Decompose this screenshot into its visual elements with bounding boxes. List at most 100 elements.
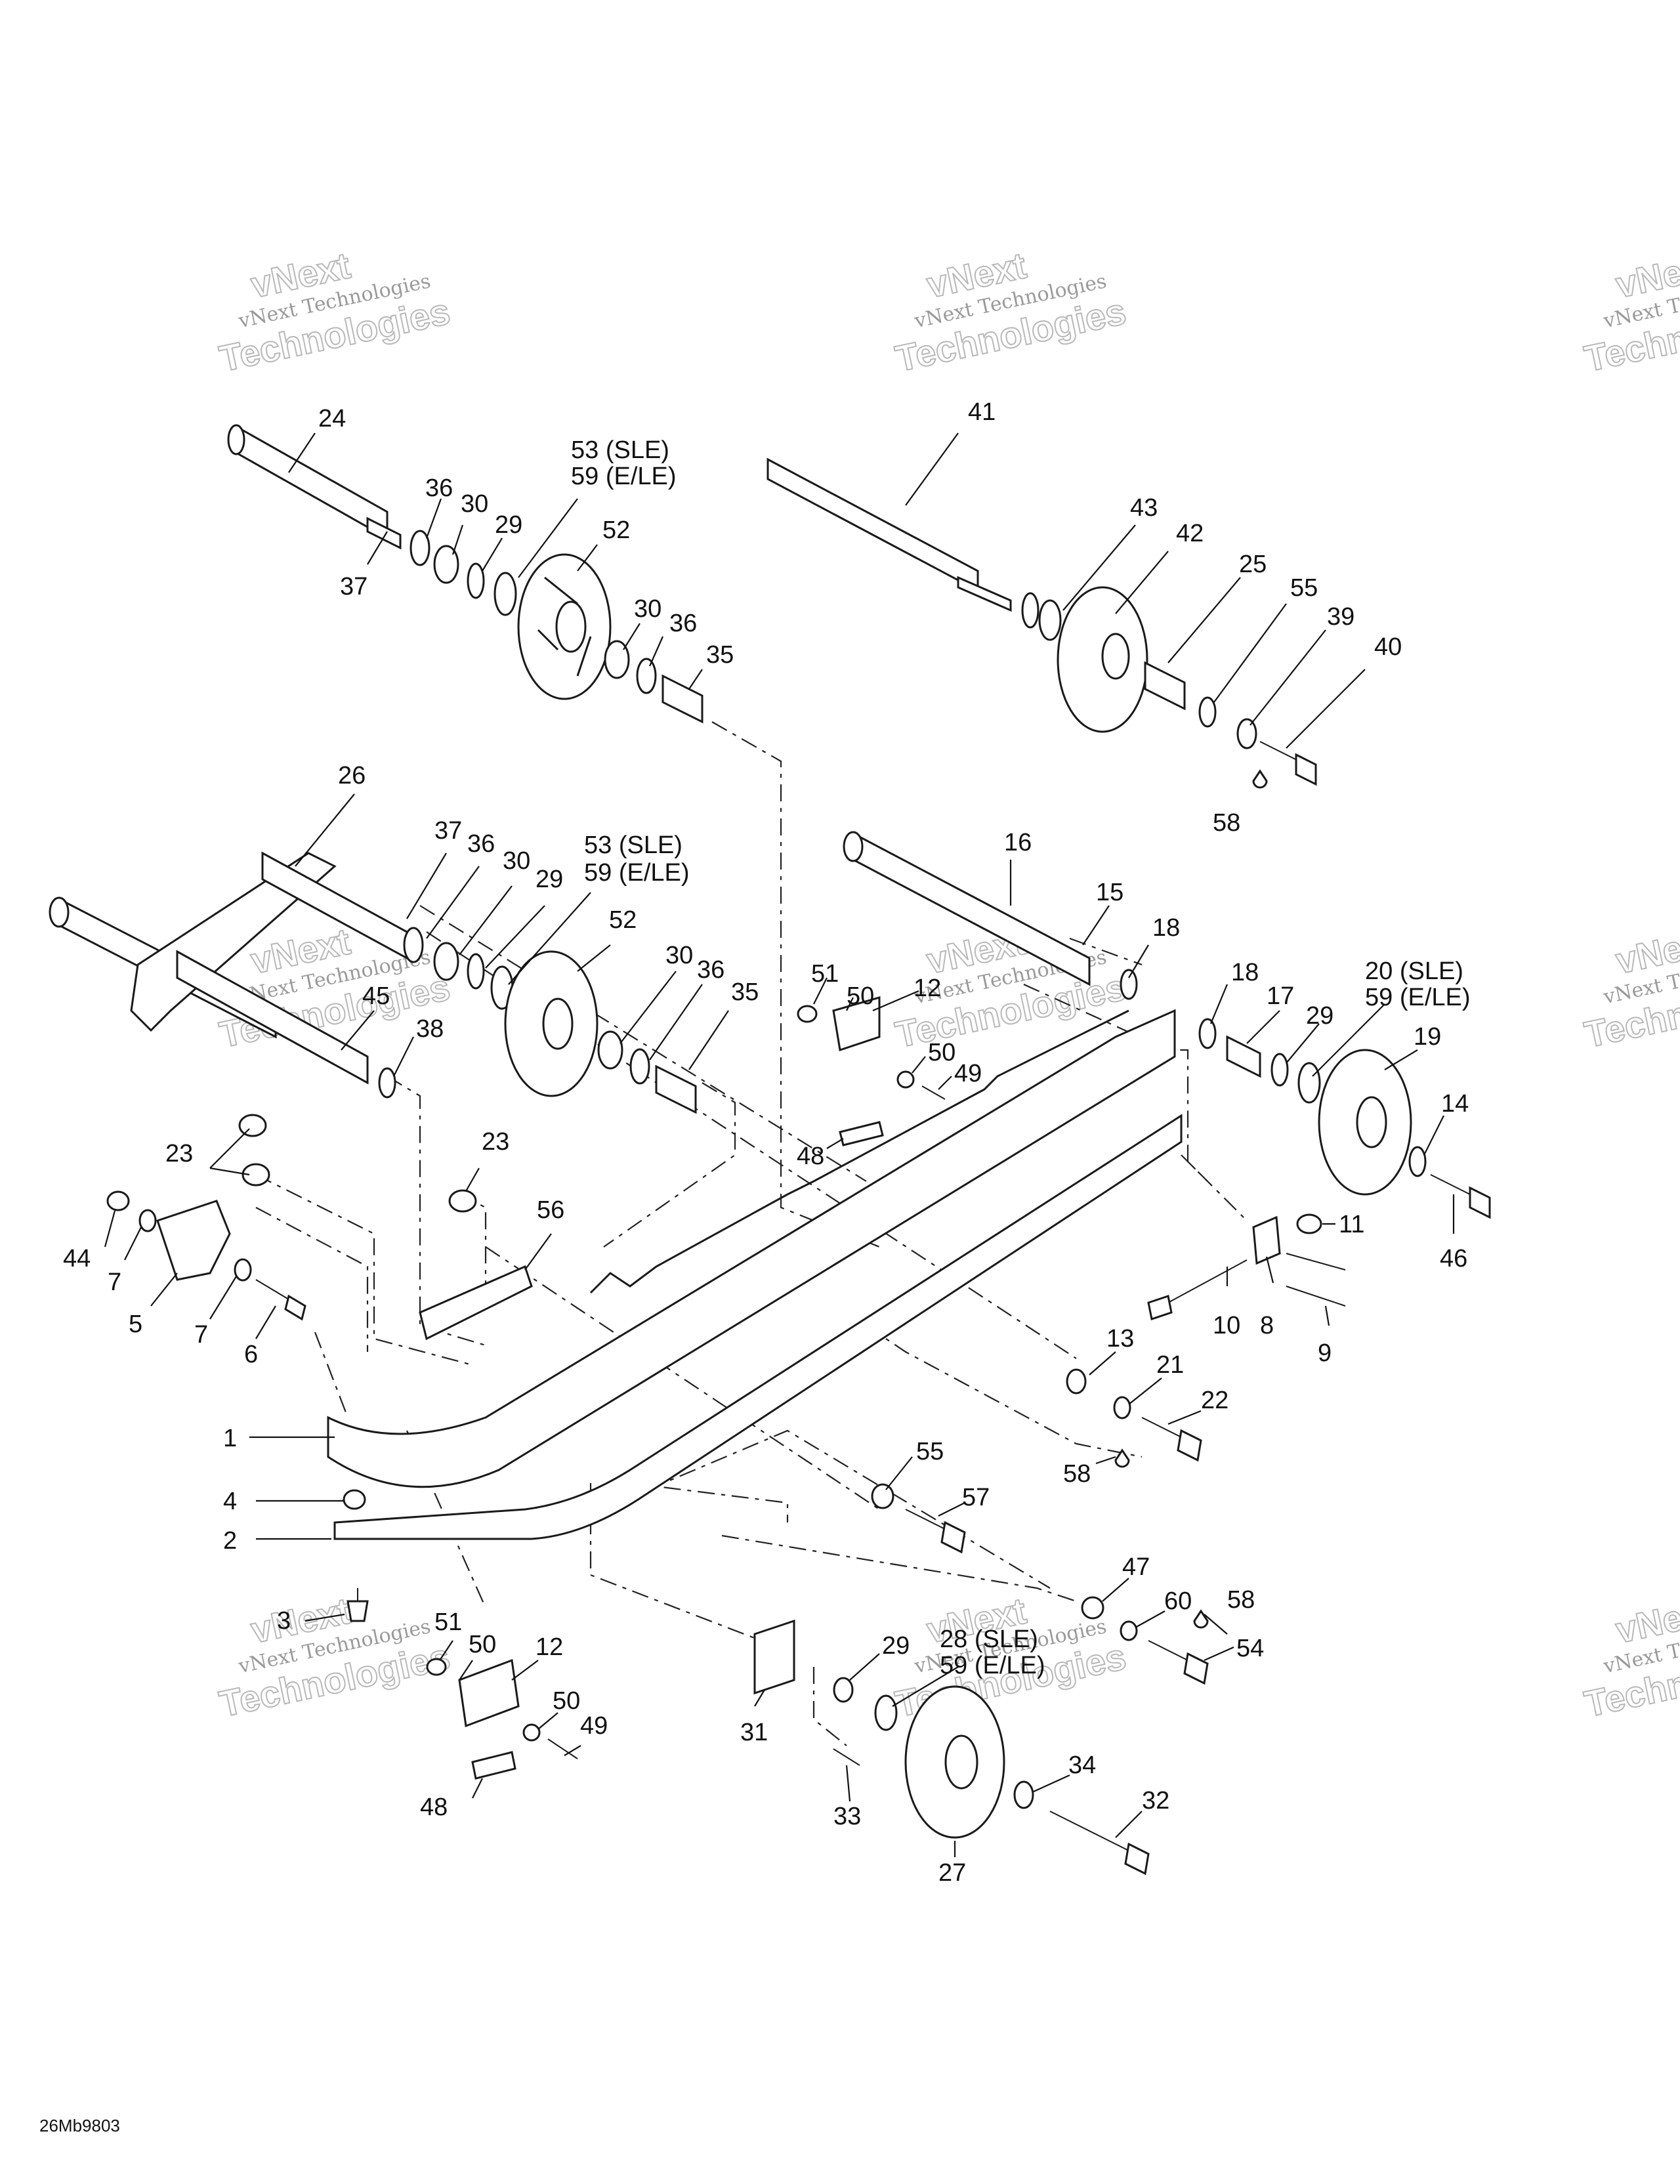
callout-37: 37 [434,817,462,845]
stopper-5 [156,1200,231,1281]
leader [1102,1578,1129,1602]
dashed-line [603,1082,736,1248]
leader [1128,944,1149,978]
callout-35: 35 [731,978,759,1006]
washer-18b [1198,1018,1217,1049]
leader [304,1613,345,1622]
callout-10: 10 [1213,1312,1240,1339]
callout-40: 40 [1374,633,1402,661]
callout-20-sle: 20 (SLE) [1365,957,1463,985]
leader [104,1210,116,1248]
wheel-52c-hub [542,998,574,1050]
leader [426,866,480,939]
bolt-6-thread [255,1279,289,1300]
wheel-52-hub [555,600,587,653]
bearing-28 [874,1694,898,1731]
callout-59-ele: 59 (E/LE) [571,463,677,490]
leader [1286,669,1366,749]
leader [439,1640,453,1661]
leader [620,971,677,1044]
watermark: vNext vNext Technologies Technologies [891,243,1130,380]
rail-assembly [327,1009,1183,1540]
leader [1246,1010,1280,1044]
leader [688,669,703,690]
callout-22: 22 [1201,1387,1228,1414]
bolt-57-head [940,1521,966,1554]
callout-31: 31 [740,1719,768,1746]
leader [577,544,598,572]
dashed-line [866,1325,1143,1458]
callout-23: 23 [482,1128,509,1156]
spacer-30d [597,1030,623,1070]
callout-54: 54 [1236,1635,1264,1662]
callout-32: 32 [1142,1787,1169,1815]
callout-29: 29 [882,1632,910,1660]
callout-49: 49 [580,1712,608,1740]
callout-44: 44 [63,1245,91,1272]
leader [425,498,442,539]
leader [472,1778,483,1799]
dashed-line [711,721,880,1248]
nut-51b [426,1658,447,1676]
callout-16: 16 [1004,829,1032,856]
leader [905,432,959,506]
callout-52: 52 [602,516,630,544]
spacer-30b [604,640,630,679]
leader [524,1233,552,1270]
bolt-22-head [1177,1429,1202,1462]
washer-55 [1198,696,1217,728]
slider-block-12 [832,996,881,1051]
leader [482,537,503,572]
callout-51: 51 [434,1608,462,1636]
bracket-31 [753,1619,795,1695]
callout-3: 3 [277,1607,291,1635]
leader [849,1653,880,1681]
nut-4 [343,1489,366,1510]
callout-30: 30 [503,847,530,875]
callout-13: 13 [1106,1325,1134,1353]
sleeve-25 [1144,661,1186,711]
leader [1324,1305,1330,1326]
nut-23b [242,1163,270,1186]
leader [209,1276,237,1320]
watermark: vNext vNext Technologies Technologies [215,243,454,380]
leader [1095,1456,1116,1465]
callout-7: 7 [108,1269,121,1296]
spacer-30 [433,545,459,584]
circlip-29 [467,562,485,599]
bolt-10-thread [1167,1259,1248,1303]
leader [1115,1811,1143,1838]
leader [1286,1023,1320,1064]
watermark: vNext vNext Technologies Technologies [1580,243,1680,380]
watermark: vNext vNext Technologies Technologies [215,1589,454,1725]
circlip-43 [1021,592,1040,629]
washer-21 [1113,1396,1131,1419]
washer-18 [1120,969,1138,1000]
bolt-46-head [1469,1186,1491,1219]
wheel-42-hub [1101,633,1130,680]
callout-56: 56 [537,1196,564,1224]
dashed-line [406,1430,487,1608]
screw-9b [1286,1286,1346,1307]
leader [1250,629,1326,726]
washer-36b [636,658,657,694]
leader [459,885,513,956]
callout-29: 29 [536,866,563,893]
callout-5: 5 [129,1311,142,1338]
wheel-52-spoke [537,576,592,677]
callout-51: 51 [811,960,839,988]
axle-24 [235,425,388,540]
circlip-29c [467,953,485,990]
callout-50: 50 [928,1039,956,1066]
washer-50 [896,1070,915,1089]
washer-36 [410,530,430,566]
wheel-52 [517,553,612,700]
callout-50: 50 [847,982,874,1010]
bolt-40-thread [1259,741,1300,762]
leader [1167,1410,1202,1425]
front-arm-26 [49,851,697,1114]
callout-59-ele: 59 (E/LE) [584,859,690,887]
dashed-line [629,1482,789,1522]
leader [649,984,703,1060]
leader [892,1666,959,1707]
